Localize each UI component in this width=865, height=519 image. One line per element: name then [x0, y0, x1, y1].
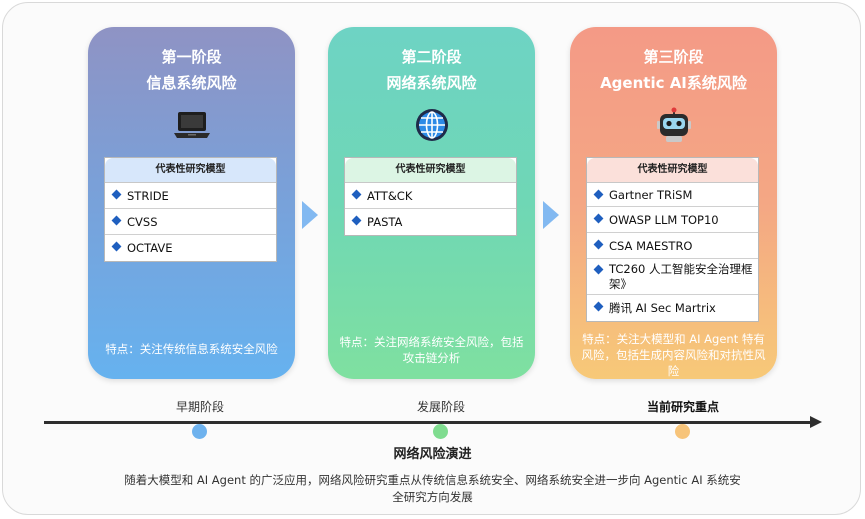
- phase-label-current: 当前研究重点: [646, 400, 719, 414]
- stage-subtitle: 网络系统风险: [386, 74, 477, 92]
- stage-title: 第三阶段: [643, 48, 704, 66]
- globe-icon: [415, 109, 448, 141]
- model-item: Gartner TRiSM: [587, 183, 758, 207]
- phase-label-early: 早期阶段: [175, 400, 224, 414]
- model-box-header: 代表性研究模型: [587, 158, 758, 183]
- stage-card-1: 第一阶段 信息系统风险 代表性研究模型 STRIDE CVSS OCTAVE 特…: [88, 27, 295, 379]
- model-item: CSA MAESTRO: [587, 233, 758, 259]
- diamond-bullet-icon: [111, 241, 122, 252]
- diamond-bullet-icon: [593, 189, 604, 200]
- stage-subtitle: Agentic AI系统风险: [600, 74, 747, 92]
- model-box: 代表性研究模型 ATT&CK PASTA: [344, 157, 517, 236]
- diamond-bullet-icon: [593, 239, 604, 250]
- model-box: 代表性研究模型 STRIDE CVSS OCTAVE: [104, 157, 277, 262]
- model-item: 腾讯 AI Sec Martrix: [587, 295, 758, 321]
- diamond-bullet-icon: [593, 213, 604, 224]
- model-item: CVSS: [105, 209, 276, 235]
- phase-dot-current: [675, 424, 690, 439]
- arrow-right-icon: [543, 201, 559, 229]
- stage-title: 第二阶段: [401, 48, 462, 66]
- stage-title: 第一阶段: [161, 48, 222, 66]
- model-item: OCTAVE: [105, 235, 276, 261]
- diamond-bullet-icon: [351, 215, 362, 226]
- model-box-header: 代表性研究模型: [105, 158, 276, 183]
- diamond-bullet-icon: [111, 215, 122, 226]
- summary-text: 随着大模型和 AI Agent 的广泛应用，网络风险研究重点从传统信息系统安全、…: [124, 473, 741, 504]
- stage-feature: 特点：关注网络系统安全风险，包括攻击链分析: [339, 335, 524, 365]
- diamond-bullet-icon: [111, 189, 122, 200]
- timeline-arrowhead-icon: [810, 416, 822, 428]
- arrow-right-icon: [302, 201, 318, 229]
- phase-label-development: 发展阶段: [416, 400, 465, 414]
- stage-feature: 特点：关注传统信息系统安全风险: [105, 342, 278, 356]
- robot-icon: [656, 107, 691, 142]
- diamond-bullet-icon: [593, 301, 604, 312]
- stage-feature: 特点：关注大模型和 AI Agent 特有风险，包括生成内容风险和对抗性风险: [581, 332, 766, 378]
- phase-dot-development: [433, 424, 448, 439]
- model-item: STRIDE: [105, 183, 276, 209]
- model-item: OWASP LLM TOP10: [587, 207, 758, 233]
- laptop-icon: [173, 112, 210, 138]
- model-item: PASTA: [345, 209, 516, 235]
- model-box-header: 代表性研究模型: [345, 158, 516, 183]
- model-box: 代表性研究模型 Gartner TRiSM OWASP LLM TOP10 CS…: [586, 157, 759, 322]
- diamond-bullet-icon: [351, 189, 362, 200]
- stage-card-3: 第三阶段 Agentic AI系统风险 代表性研究模型 Gartner TRiS…: [570, 27, 777, 379]
- model-item: ATT&CK: [345, 183, 516, 209]
- stage-card-2: 第二阶段 网络系统风险 代表性研究模型 ATT&CK PASTA 特点：关注网络…: [328, 27, 535, 379]
- diamond-bullet-icon: [593, 264, 604, 275]
- timeline-title: 网络风险演进: [393, 447, 472, 462]
- stage-subtitle: 信息系统风险: [146, 74, 237, 92]
- timeline-line: [44, 421, 814, 424]
- model-item: TC260 人工智能安全治理框架》: [587, 259, 758, 295]
- phase-dot-early: [192, 424, 207, 439]
